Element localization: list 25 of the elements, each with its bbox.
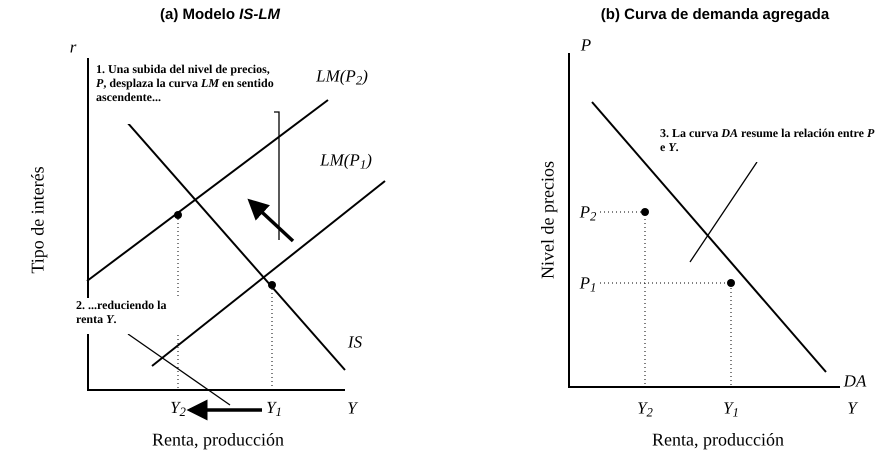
curve-label: DA: [844, 370, 866, 392]
axis-title: Tipo de interés: [26, 166, 48, 274]
curve-label: P: [580, 34, 592, 56]
curve-label: LM(P$_{1}$): [320, 149, 372, 173]
panel-title: (b) Curva de demanda agregada: [600, 4, 830, 25]
curve-label: LM(P$_{2}$): [316, 65, 368, 89]
axis-title: Nivel de precios: [536, 161, 558, 279]
leader-line: [689, 162, 758, 262]
arrow: [186, 400, 262, 420]
curve-label: P$_{1}$: [580, 272, 596, 296]
curve-label: IS: [348, 331, 362, 354]
axis-title: Renta, producción: [652, 428, 784, 452]
curve-label: Y$_{2}$: [637, 397, 653, 421]
callout-note: 1. Una subida del nivel de precios, P, desplaza la curva LM en sentido ascendente...: [96, 62, 274, 124]
curve-label: Y: [347, 397, 357, 420]
panel-title: (a) Modelo IS-LM: [160, 4, 280, 25]
curve-label: Y$_{1}$: [723, 397, 739, 421]
curve-label: P$_{2}$: [580, 201, 596, 225]
curve-label: Y: [847, 397, 857, 420]
curve-label: r: [70, 36, 76, 58]
axis-tick-label: Y$_{2}$: [166, 396, 190, 420]
leader-line: [128, 333, 230, 406]
axis-title: Renta, producción: [152, 428, 284, 452]
axis-tick-label: Y$_{1}$: [262, 396, 286, 420]
leader-line: [274, 111, 280, 240]
